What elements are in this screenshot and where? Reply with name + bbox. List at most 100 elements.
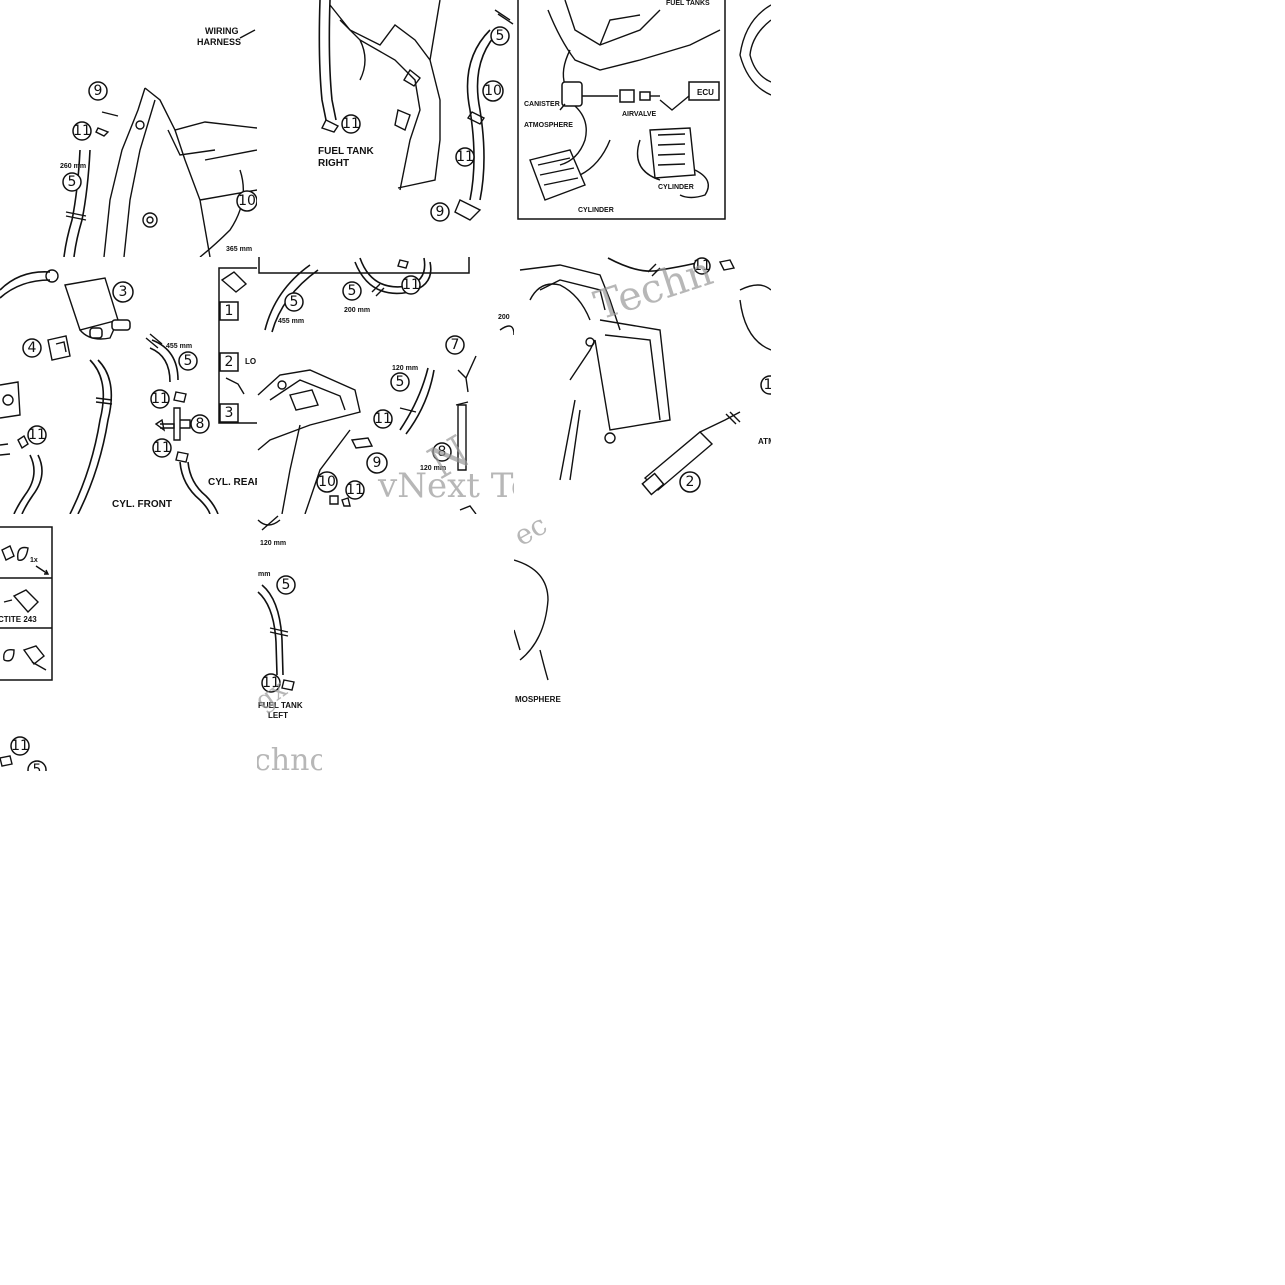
length-120-label-b: 120 mm bbox=[420, 465, 446, 472]
callout-5-c2-text: 5 bbox=[348, 283, 357, 299]
callout-5-c2 bbox=[342, 281, 362, 301]
length-120-label-c: 120 mm bbox=[260, 540, 286, 547]
loctite-cut-label: LO bbox=[245, 357, 256, 366]
callout-7-text: 7 bbox=[451, 337, 460, 353]
callout-11-c3-text: 11 bbox=[346, 482, 364, 498]
clamp-note-label: 1x bbox=[30, 557, 38, 564]
callout-11-tr-text: 11 bbox=[342, 116, 360, 132]
atmosphere-cut-label: ATM bbox=[758, 437, 775, 446]
tile-bracket-sensor: 11 1 2 ATM Techn bbox=[519, 248, 775, 496]
length-200-label: 200 mm bbox=[344, 307, 370, 314]
callout-11-mc-b-text: 11 bbox=[153, 440, 171, 456]
fuel-tank-left-label-1: FUEL TANK bbox=[258, 701, 303, 710]
callout-11-c2-text: 11 bbox=[374, 411, 392, 427]
tile-front-fuel-panel: WIRING HARNESS 9 11 260 mm 5 10 365 mm bbox=[60, 26, 257, 257]
legend-detail-box bbox=[0, 526, 53, 681]
callout-11-c1 bbox=[401, 275, 421, 295]
callout-11-r-text: 11 bbox=[693, 258, 711, 274]
callout-8-ml bbox=[190, 414, 210, 434]
callout-5-bc-text: 5 bbox=[282, 577, 291, 593]
callout-11-tr-b-text: 11 bbox=[456, 149, 474, 165]
length-455-label-c: 455 mm bbox=[278, 318, 304, 325]
callout-5-ml bbox=[178, 351, 198, 371]
callout-11-c3 bbox=[345, 480, 365, 500]
cyl-front-label: CYL. FRONT bbox=[112, 499, 172, 510]
callout-5-c3-text: 5 bbox=[396, 374, 405, 390]
tile-fuel-tank-right: FUEL TANK RIGHT 11 5 10 11 9 bbox=[318, 0, 514, 222]
callout-4 bbox=[22, 338, 42, 358]
legend-step-2: 2 bbox=[225, 354, 234, 370]
callout-9-c bbox=[366, 452, 388, 474]
callout-11-r bbox=[693, 257, 711, 275]
callout-11-bl bbox=[10, 736, 30, 756]
tile-atmosphere-fragment: MOSPHERE ec bbox=[508, 508, 561, 704]
cylinder-label-right: CYLINDER bbox=[658, 184, 694, 191]
callout-5-c3 bbox=[390, 372, 410, 392]
callout-9-tl bbox=[88, 81, 108, 101]
svg-text:ec: ec bbox=[508, 508, 552, 553]
callout-5-tr-text: 5 bbox=[496, 28, 505, 44]
callout-11-mc-b bbox=[152, 438, 172, 458]
callout-11-tl-text: 11 bbox=[73, 123, 91, 139]
legend-step-3: 3 bbox=[225, 405, 234, 421]
callout-11-mc-text: 11 bbox=[151, 391, 169, 407]
tile-center-panel: 5 455 mm 5 200 mm 11 200 7 120 mm 5 11 bbox=[257, 257, 531, 514]
fuel-tank-right-label-2: RIGHT bbox=[318, 158, 349, 169]
wiring-harness-label-2: HARNESS bbox=[197, 37, 241, 47]
length-455-label-l: 455 mm bbox=[166, 343, 192, 350]
callout-11-tr-b bbox=[455, 147, 475, 167]
callout-8-c-text: 8 bbox=[438, 444, 447, 460]
length-365-label: 365 mm bbox=[226, 246, 252, 253]
callout-11-c1-text: 11 bbox=[402, 277, 420, 293]
length-260-label: 260 mm bbox=[60, 163, 86, 170]
wiring-harness-label-1: WIRING bbox=[205, 26, 239, 36]
callout-11-mc bbox=[150, 389, 170, 409]
watermark-tile: Techn bbox=[589, 248, 718, 329]
callout-5-bl-text: 5 bbox=[33, 762, 42, 778]
callout-3 bbox=[112, 281, 134, 303]
callout-4-text: 4 bbox=[28, 340, 37, 356]
ecu-box bbox=[688, 81, 720, 101]
airvalve-label: AIRVALVE bbox=[622, 111, 657, 118]
atmosphere-label: ATMOSPHERE bbox=[524, 122, 573, 129]
callout-5-bl bbox=[27, 760, 47, 771]
legend-step-1: 1 bbox=[225, 303, 234, 319]
callout-2 bbox=[679, 471, 701, 493]
callout-11-ml-text: 11 bbox=[28, 427, 46, 443]
overview-frame bbox=[517, 0, 726, 220]
watermark-fragment: chno bbox=[254, 743, 328, 778]
callout-11-ml bbox=[27, 425, 47, 445]
cyl-rear-label: CYL. REAR bbox=[208, 477, 263, 488]
callout-5-tl-text: 5 bbox=[68, 174, 77, 190]
fuel-tank-left-label-2: LEFT bbox=[268, 711, 288, 720]
watermark-main: vNext Te bbox=[377, 466, 531, 506]
callout-10-tr bbox=[482, 80, 504, 102]
atmosphere-cut-bottom-label: MOSPHERE bbox=[515, 695, 561, 704]
callout-10-c-text: 10 bbox=[318, 474, 336, 490]
callout-9-tr-text: 9 bbox=[436, 204, 445, 220]
callout-5-tl bbox=[62, 172, 82, 192]
callout-11-bl-text: 11 bbox=[11, 738, 29, 754]
callout-10-c bbox=[316, 471, 338, 493]
callout-7 bbox=[445, 335, 465, 355]
fuel-tank-right-label-1: FUEL TANK bbox=[318, 146, 375, 157]
length-120-label: 120 mm bbox=[392, 365, 418, 372]
callout-11-tr bbox=[341, 114, 361, 134]
tile-canister-valve: 3 4 11 455 mm 5 11 8 1 bbox=[0, 267, 263, 514]
callout-11-c2 bbox=[373, 409, 393, 429]
canister-drawing bbox=[561, 81, 583, 107]
callout-5-tr bbox=[490, 26, 510, 46]
fuel-tanks-label: FUEL TANKS bbox=[666, 0, 710, 7]
callout-9-c-text: 9 bbox=[373, 455, 382, 471]
callout-1-cut bbox=[760, 375, 771, 395]
callout-5-c1 bbox=[284, 292, 304, 312]
callout-5-c1-text: 5 bbox=[290, 294, 299, 310]
airvalve-drawing bbox=[619, 89, 635, 103]
callout-5-bc bbox=[276, 575, 296, 595]
tile-fuel-tank-left: 120 mm mm 5 11 FUEL TANK LEFT chno gx bbox=[254, 515, 328, 778]
length-mm-label: mm bbox=[258, 571, 270, 578]
ecu-label: ECU bbox=[697, 88, 714, 97]
loctite-label: CTITE 243 bbox=[0, 615, 37, 624]
callout-3-text: 3 bbox=[119, 284, 128, 300]
